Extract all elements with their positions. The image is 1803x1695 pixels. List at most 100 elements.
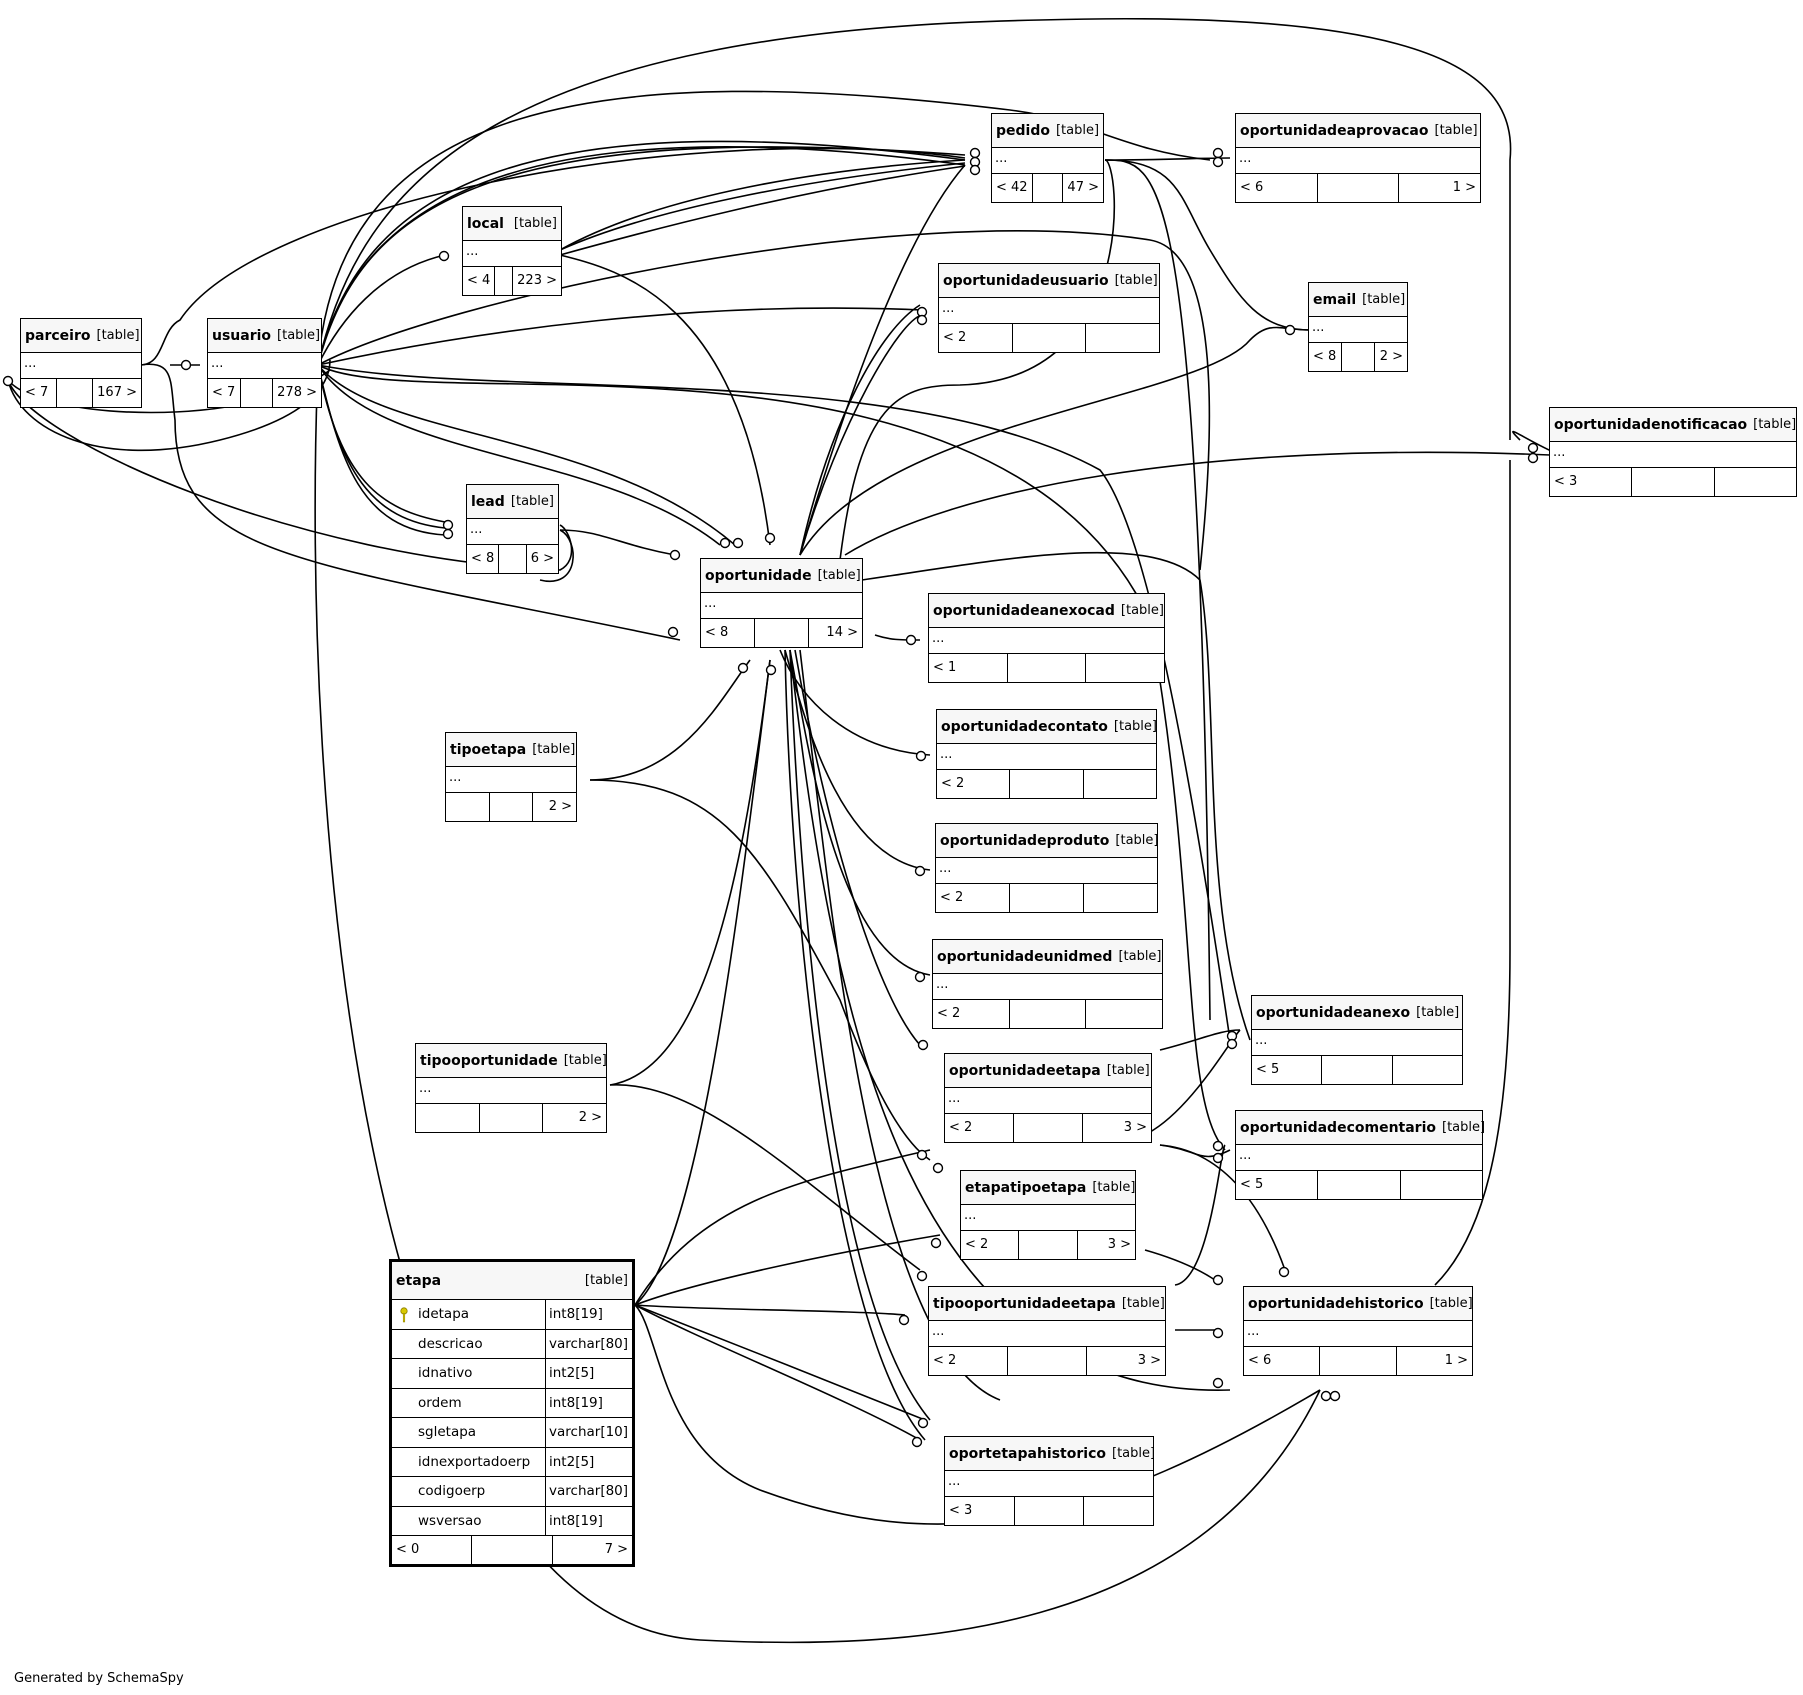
relationship-line	[317, 230, 1211, 571]
relationship-line	[1104, 159, 1211, 1021]
columns-ellipsis: ...	[1309, 317, 1407, 343]
column-type: int8[19]	[549, 1512, 603, 1529]
table-oportunidadenotificacao[interactable]: oportunidadenotificacao[table] ... < 3	[1549, 407, 1797, 497]
endpoint-marker	[737, 662, 749, 674]
table-oportunidadeusuario[interactable]: oportunidadeusuario[table] ... < 2	[938, 263, 1160, 353]
table-tipoetapa[interactable]: tipoetapa[table] ... 2 >	[445, 732, 577, 822]
table-tag: [table]	[1120, 603, 1164, 618]
table-tipooportunidade[interactable]: tipooportunidade[table] ... 2 >	[415, 1043, 607, 1133]
table-oportunidadecontato[interactable]: oportunidadecontato[table] ... < 2	[936, 709, 1157, 799]
parents-count: < 2	[949, 1120, 973, 1135]
endpoint-marker	[1212, 1327, 1224, 1339]
table-name: etapa	[396, 1272, 442, 1289]
endpoint-marker	[898, 1314, 910, 1326]
columns-ellipsis: ...	[416, 1078, 606, 1104]
table-name: etapatipoetapa	[965, 1179, 1087, 1196]
table-name: local	[467, 215, 504, 232]
parents-count: < 2	[941, 776, 965, 791]
table-oportunidadecomentario[interactable]: oportunidadecomentario[table] ... < 5	[1235, 1110, 1485, 1200]
columns-ellipsis: ...	[929, 1321, 1165, 1347]
footer-middle	[1321, 1056, 1391, 1084]
columns-ellipsis: ...	[937, 744, 1156, 770]
children-count: 6 >	[525, 545, 558, 573]
relationship-line	[1434, 460, 1511, 1286]
footer-middle	[1319, 1347, 1395, 1375]
columns-ellipsis: ...	[1252, 1030, 1462, 1056]
relationship-line	[1104, 157, 1231, 161]
table-tag: [table]	[510, 494, 554, 509]
columns-ellipsis: ...	[961, 1205, 1135, 1231]
endpoint-marker	[969, 164, 981, 176]
table-oportunidadeunidmed[interactable]: oportunidadeunidmed[table] ... < 2	[932, 939, 1163, 1029]
children-count	[1085, 324, 1159, 352]
column-row[interactable]: idetapa int8[19]	[392, 1300, 632, 1330]
relationship-line	[1174, 1144, 1226, 1286]
columns-ellipsis: ...	[208, 353, 321, 379]
column-type: varchar[80]	[549, 1335, 629, 1352]
footer-middle	[239, 379, 273, 407]
parents-count: < 3	[949, 1503, 973, 1518]
endpoint-marker	[180, 359, 192, 371]
endpoint-marker	[911, 1436, 923, 1448]
relationship-line	[317, 364, 1226, 1151]
relationship-line	[861, 551, 1251, 1041]
children-count: 1 >	[1398, 174, 1480, 202]
table-tag: [table]	[1434, 123, 1478, 138]
columns-ellipsis: ...	[21, 353, 141, 379]
endpoint-marker	[1278, 1266, 1290, 1278]
relationship-line	[634, 1234, 941, 1306]
table-oportetapahistorico[interactable]: oportetapahistorico[table] ... < 3	[944, 1436, 1155, 1526]
column-name: idnexportadoerp	[392, 1447, 546, 1476]
footer-middle	[494, 267, 512, 295]
table-name: oportetapahistorico	[949, 1445, 1106, 1462]
generated-by-note: Generated by SchemaSpy	[14, 1671, 184, 1686]
table-name: email	[1313, 291, 1357, 308]
children-count	[1083, 1497, 1153, 1525]
relationship-line	[799, 314, 923, 556]
columns-ellipsis: ...	[1236, 148, 1480, 174]
endpoint-marker	[1212, 147, 1224, 159]
table-name: oportunidadeunidmed	[937, 948, 1113, 965]
relationship-line	[634, 1304, 921, 1441]
relationship-line	[7, 379, 573, 571]
relationship-line	[317, 364, 721, 546]
parents-count: < 8	[705, 625, 729, 640]
columns-ellipsis: ...	[1244, 1321, 1472, 1347]
relationship-line	[139, 363, 681, 641]
table-name: tipooportunidade	[420, 1052, 558, 1069]
footer-middle	[1317, 1171, 1399, 1199]
table-name: oportunidadecontato	[941, 718, 1108, 735]
children-count: 3 >	[1086, 1347, 1165, 1375]
relationship-line	[634, 1149, 931, 1306]
endpoint-marker	[442, 519, 454, 531]
table-oportunidadeanexocad[interactable]: oportunidadeanexocad[table] ... < 1	[928, 593, 1165, 683]
table-tag: [table]	[1416, 1005, 1460, 1020]
endpoint-marker	[916, 1149, 928, 1161]
relationship-line	[317, 146, 966, 366]
relationship-line	[589, 659, 751, 781]
table-oportunidadeanexo[interactable]: oportunidadeanexo[table] ... < 5	[1251, 995, 1463, 1085]
table-oportunidadeproduto[interactable]: oportunidadeproduto[table] ... < 2	[935, 823, 1159, 913]
children-count	[1391, 1056, 1462, 1084]
